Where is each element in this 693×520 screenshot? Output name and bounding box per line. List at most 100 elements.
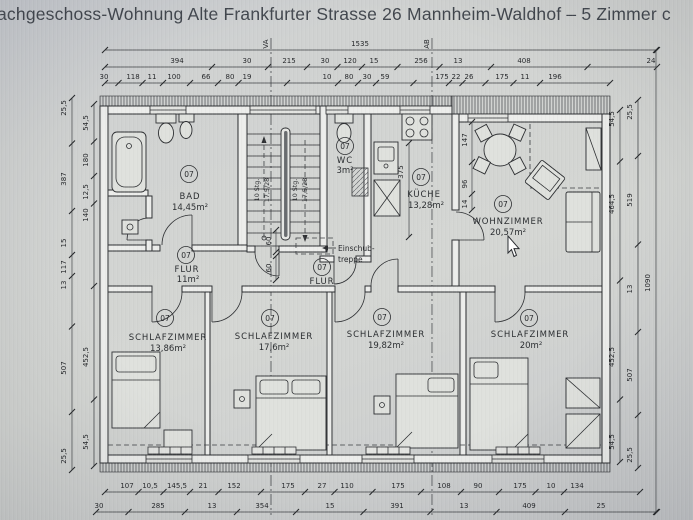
- svg-text:175: 175: [391, 482, 404, 490]
- svg-text:80: 80: [345, 73, 354, 81]
- svg-text:11m²: 11m²: [177, 275, 200, 285]
- svg-text:SCHLAFZIMMER: SCHLAFZIMMER: [491, 330, 569, 340]
- svg-text:256: 256: [414, 57, 428, 65]
- wardrobe: [565, 377, 601, 409]
- svg-text:24: 24: [647, 57, 656, 65]
- svg-text:13: 13: [626, 285, 634, 294]
- bathroom-fixtures: [111, 113, 369, 235]
- svg-text:152: 152: [227, 482, 240, 490]
- svg-text:408: 408: [517, 57, 530, 65]
- dim-col-left-inner: 54,5 180 12,5 140 452,5 54,5: [82, 100, 98, 470]
- svg-text:13: 13: [208, 502, 217, 510]
- radiator: [147, 446, 193, 455]
- fridge: [373, 179, 401, 217]
- chair: [507, 156, 527, 176]
- svg-text:66: 66: [202, 73, 211, 81]
- svg-text:11: 11: [148, 73, 157, 81]
- svg-text:1090: 1090: [644, 274, 652, 292]
- dim-row-top-1: 1535: [101, 40, 661, 54]
- axis-marker-va: VA: [262, 39, 270, 48]
- svg-text:14: 14: [461, 199, 469, 208]
- svg-text:354: 354: [255, 502, 269, 510]
- svg-text:17,6m²: 17,6m²: [259, 343, 290, 353]
- svg-text:452,5: 452,5: [608, 347, 616, 367]
- svg-text:20m²: 20m²: [520, 341, 543, 351]
- svg-text:07: 07: [184, 170, 194, 179]
- svg-text:54,5: 54,5: [608, 111, 616, 127]
- svg-text:391: 391: [390, 502, 403, 510]
- svg-text:10: 10: [323, 73, 332, 81]
- dim-door-width-2: 60: [265, 252, 280, 284]
- svg-text:FLUR: FLUR: [175, 265, 200, 275]
- mouse-cursor: [507, 234, 521, 258]
- chair: [508, 123, 527, 142]
- svg-text:19: 19: [243, 73, 252, 81]
- bed: [255, 375, 327, 451]
- svg-text:196: 196: [548, 73, 562, 81]
- svg-text:25: 25: [597, 502, 606, 510]
- svg-text:19,82m²: 19,82m²: [368, 341, 404, 351]
- svg-text:13,28m²: 13,28m²: [408, 201, 444, 211]
- svg-text:90: 90: [474, 482, 483, 490]
- svg-text:375: 375: [397, 165, 405, 178]
- svg-text:464,5: 464,5: [608, 194, 616, 214]
- dim-kitchen-depth: 375: [397, 139, 413, 241]
- stove: [401, 113, 433, 141]
- stair-rise-label: 17,5/28: [302, 178, 309, 202]
- dim-col-right-outer: 1090: [644, 46, 660, 516]
- svg-text:54,5: 54,5: [82, 115, 90, 131]
- svg-text:30: 30: [100, 73, 109, 81]
- stair-rail-core: [284, 131, 288, 237]
- attic-ladder-label-2: treppe: [338, 255, 363, 264]
- svg-text:20,57m²: 20,57m²: [490, 228, 526, 238]
- radiator: [365, 446, 411, 455]
- svg-text:1535: 1535: [351, 40, 369, 48]
- svg-text:SCHLAFZIMMER: SCHLAFZIMMER: [347, 330, 425, 340]
- door-arc: [254, 251, 280, 277]
- svg-text:107: 107: [120, 482, 133, 490]
- svg-text:07: 07: [416, 173, 426, 182]
- svg-text:452,5: 452,5: [82, 347, 90, 367]
- dim-col-right-inner: 54,5 464,5 452,5 54,5: [608, 106, 624, 466]
- nightstand: [373, 395, 391, 415]
- svg-text:25,5: 25,5: [626, 104, 634, 120]
- svg-text:147: 147: [461, 133, 469, 146]
- svg-text:59: 59: [381, 73, 390, 81]
- svg-text:118: 118: [126, 73, 139, 81]
- svg-text:26: 26: [465, 73, 474, 81]
- window: [467, 113, 509, 123]
- window: [145, 454, 193, 464]
- svg-text:387: 387: [60, 172, 68, 185]
- svg-text:134: 134: [570, 482, 584, 490]
- svg-text:07: 07: [340, 142, 350, 151]
- attic-ladder-label-1: Einschub-: [338, 244, 375, 253]
- svg-text:FLUR: FLUR: [310, 277, 335, 287]
- svg-text:54,5: 54,5: [608, 434, 616, 450]
- window: [361, 454, 415, 464]
- svg-text:13: 13: [60, 281, 68, 290]
- svg-text:117: 117: [60, 260, 68, 273]
- dim-door-width-1: 60: [265, 226, 280, 256]
- svg-text:WC: WC: [337, 156, 353, 166]
- svg-text:140: 140: [82, 208, 90, 221]
- windows: [145, 105, 545, 464]
- duct-shaft: [351, 167, 369, 197]
- svg-text:519: 519: [626, 193, 634, 206]
- svg-text:54,5: 54,5: [82, 434, 90, 450]
- svg-text:507: 507: [626, 368, 634, 381]
- sofa: [565, 191, 601, 253]
- door-arc: [455, 211, 485, 241]
- room-flur-2: 07 FLUR: [310, 258, 335, 287]
- svg-text:07: 07: [181, 251, 191, 260]
- svg-text:15: 15: [370, 57, 379, 65]
- window: [249, 105, 317, 115]
